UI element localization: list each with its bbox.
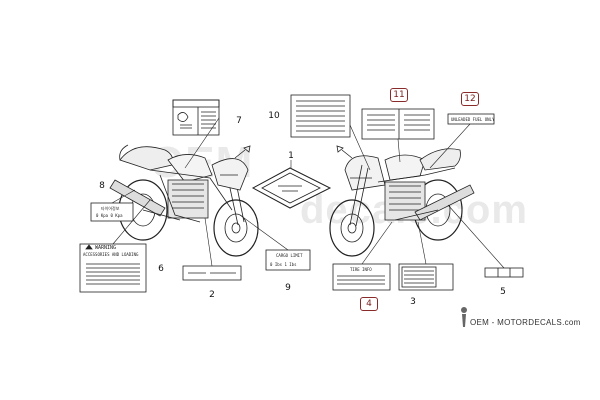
callout-11: 11 (390, 88, 408, 102)
right-motorcycle-drawing (329, 145, 475, 257)
site-logo-icon (461, 307, 467, 327)
part-11-label (361, 108, 435, 140)
label8-line2: 0 Kpa 0 Kpa (96, 213, 123, 218)
part-10-label (290, 94, 351, 138)
callout-4: 4 (360, 297, 378, 311)
callout-5: 5 (500, 287, 506, 297)
left-motorcycle-drawing (109, 144, 259, 257)
part-5-strip-label (484, 267, 524, 278)
part-2-strip-label (182, 265, 242, 281)
callout-9: 9 (285, 283, 291, 293)
callout-7: 7 (236, 116, 242, 126)
part-7-label (172, 99, 220, 136)
callout-6: 6 (158, 264, 164, 274)
part-3-label (398, 263, 454, 291)
callout-2: 2 (209, 290, 215, 300)
callout-3: 3 (410, 297, 416, 307)
tire-info-text: TIRE INFO (350, 267, 372, 272)
part-6-warning-label (79, 243, 147, 293)
cargo-limit-text: CARGO LIMIT (276, 253, 303, 258)
part-4-tire-label (332, 263, 391, 291)
leader-lines (111, 117, 505, 269)
part-1-diamond-decal (251, 167, 332, 209)
callout-8: 8 (99, 181, 105, 191)
warning-sub-text: ACCESSORIES AND LOADING (83, 252, 139, 257)
part-12-fuel-label (447, 113, 495, 125)
callout-1: 1 (288, 151, 294, 161)
label8-line1: 타이어정보 (101, 206, 120, 211)
callout-12: 12 (461, 92, 479, 106)
cargo-values-text: 0 Ibs 1 Ibs (270, 262, 297, 267)
footer-site-name: OEM - MOTORDECALS.com (470, 318, 581, 327)
unleaded-fuel-text: UNLEADED FUEL ONLY (451, 117, 495, 122)
warning-title-text: WARNING (95, 245, 117, 251)
callout-10: 10 (268, 111, 280, 121)
